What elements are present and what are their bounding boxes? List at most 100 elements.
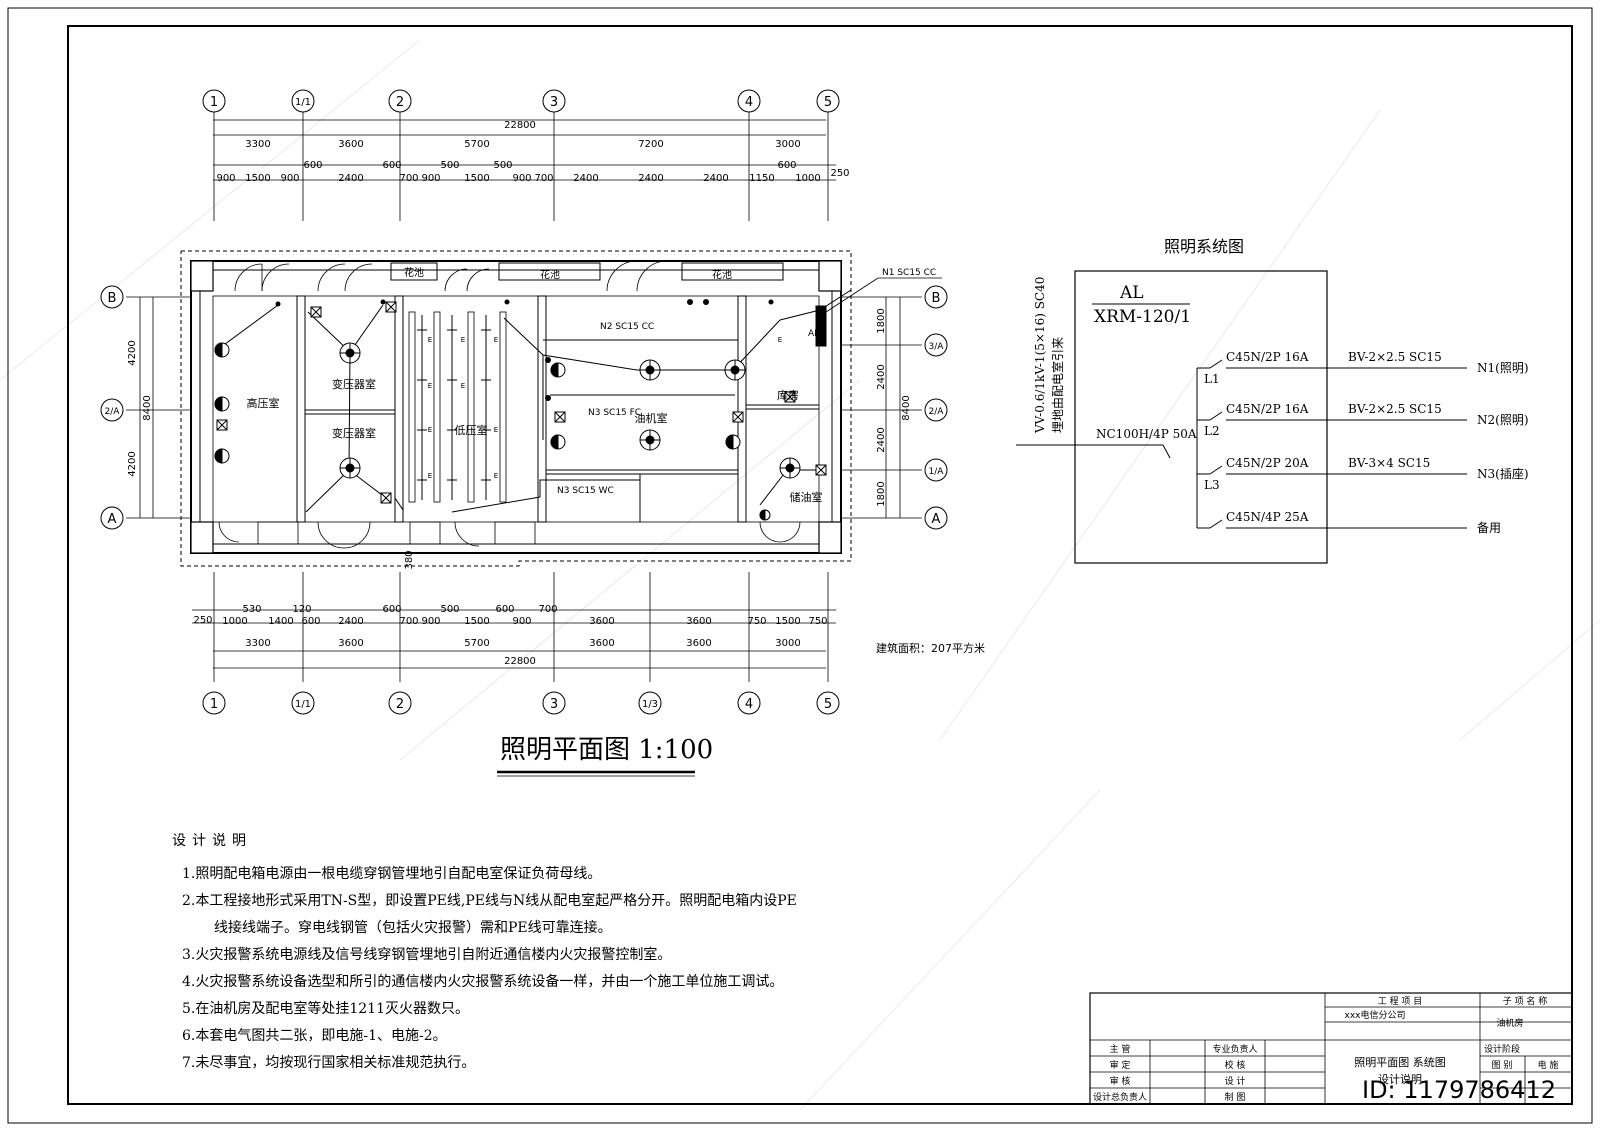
axis-label: 3 [550,697,558,712]
dim-label: 2400 [638,173,663,184]
tb-role: 审 定 [1110,1059,1131,1071]
branch-phase: L2 [1204,424,1220,438]
axis-label: A [932,512,941,527]
room-name: 高压室 [247,396,280,410]
circuit-label: N1 SC15 CC [882,268,936,278]
axis-label: 2 [396,697,404,712]
dim-label: 700 [399,616,418,627]
sheet-border-inner [67,25,1573,1105]
tb-project: xxx电信分公司 [1345,1009,1406,1021]
feeder-note: 埋地由配电室引来 [1050,337,1065,433]
area-note: 建筑面积：207平方米 [876,641,985,655]
dim-label: 600 [495,604,514,615]
planter-label: 花池 [712,268,732,281]
branch-cable: BV-2×2.5 SC15 [1348,402,1442,416]
watermark [0,39,1600,1111]
branch-target: 备用 [1477,521,1501,535]
detector-icon [380,492,392,504]
dim-label: 3600 [686,638,711,649]
detector-icon [216,419,228,431]
dims-sides: 4200 4200 8400 1800 2400 2400 1800 8400 [127,308,912,506]
room-labels: 高压室 变压器室 变压器室 低压室 油机室 库房 储油室 花池 花池 花池 [247,266,823,504]
switch-icon [545,357,551,363]
dim-label: 750 [747,616,766,627]
dim-label: 1500 [464,173,489,184]
room-name: 变压器室 [332,426,376,440]
dim-label: 5700 [464,638,489,649]
tb-project-label: 工 程 项 目 [1378,996,1423,1007]
fixture-letters: E E E E E E E E E E [428,336,782,480]
dim-label: 1800 [876,308,887,333]
tb-role: 制 图 [1225,1091,1246,1103]
axis-label: 1/3 [642,699,658,710]
fluorescent-tubes [417,315,491,500]
dim-label: 120 [292,604,311,615]
dim-label: 700 [538,604,557,615]
note-item: 7.未尽事宜，均按现行国家相关标准规范执行。 [182,1055,476,1071]
dim-label: 3300 [245,139,270,150]
dim-label: 750 [808,616,827,627]
dim-label: 2400 [876,364,887,389]
detector-icon [815,464,827,476]
axis-label: 1 [210,95,218,110]
dim-label: 900 [216,173,235,184]
tb-label: 设计阶段 [1484,1043,1520,1055]
plan-title: 照明平面图 1:100 [500,735,713,765]
dim-label: 250 [830,168,849,179]
design-notes: 设计说明 1.照明配电箱电源由一根电缆穿钢管埋地引自配电室保证负荷母线。 2.本… [172,828,852,1077]
panel-model: XRM-120/1 [1094,307,1191,327]
ceiling-lamp-icon [339,342,361,364]
lamp-icon [214,448,230,464]
dim-label: 1150 [749,173,774,184]
branch-target: N3(插座) [1477,466,1529,481]
tb-role: 设 计 [1225,1075,1246,1087]
switch-icon [380,299,386,305]
dim-total: 22800 [504,656,536,667]
note-item: 3.火灾报警系统电源线及信号线穿钢管埋地引自附近通信楼内火灾报警控制室。 [182,947,672,963]
dim-label: 600 [382,604,401,615]
planter-label: 花池 [404,266,424,279]
axis-label: 5 [824,697,832,712]
system-labels: 照明系统图 AL XRM-120/1 VV-0.6/1kV-1(5×16) SC… [1033,237,1529,535]
axis-label: 1/1 [295,97,311,108]
dim-label: 1400 [268,616,293,627]
axis-label: 1 [210,697,218,712]
dimension-lines [126,112,922,682]
note-item: 2.本工程接地形式采用TN-S型，即设置PE线,PE线与N线从配电室起严格分开。… [182,893,797,909]
dim-label: 250 [193,615,212,626]
branch-breaker: C45N/2P 16A [1226,350,1309,364]
lamp-icon [550,434,566,450]
switches [275,299,774,401]
detector-icon [554,411,566,423]
tb-role: 校 核 [1225,1059,1246,1071]
dim-label: 700 [534,173,553,184]
axis-label: 3 [550,95,558,110]
dim-label: 3600 [338,638,363,649]
branch-phase: L3 [1204,478,1220,492]
fixture-letter: E [461,382,465,390]
fixture-letter: E [428,472,432,480]
dim-label: 3600 [589,638,614,649]
note-item: 4.火灾报警系统设备选型和所引的通信楼内火灾报警系统设备一样，并由一个施工单位施… [182,974,784,990]
circuit-label: N2 SC15 CC [600,322,654,332]
dim-label: 3600 [338,139,363,150]
tb-role: 审 核 [1110,1075,1131,1087]
dims-bottom: 530 120 600 500 600 700 250 1000 1400 60… [193,550,827,667]
circuit-labels: N1 SC15 CC N2 SC15 CC N3 SC15 FC N3 SC15… [557,268,936,496]
detector-icon [385,301,397,313]
dim-label: 8400 [142,395,153,420]
dim-label: 500 [440,160,459,171]
dim-label: 4200 [127,451,138,476]
dim-label: 900 [512,173,531,184]
axis-label: A [108,512,117,527]
branch-target: N1(照明) [1477,361,1529,375]
junction-boxes [216,301,827,504]
branch-breaker: C45N/2P 16A [1226,402,1309,416]
fixture-letter: E [494,472,498,480]
note-item: 6.本套电气图共二张，即电施-1、电施-2。 [182,1028,447,1044]
axis-label: 2/A [929,407,945,417]
dim-label: 2400 [573,173,598,184]
dim-label: 600 [301,616,320,627]
fixture-letter: E [778,336,782,344]
